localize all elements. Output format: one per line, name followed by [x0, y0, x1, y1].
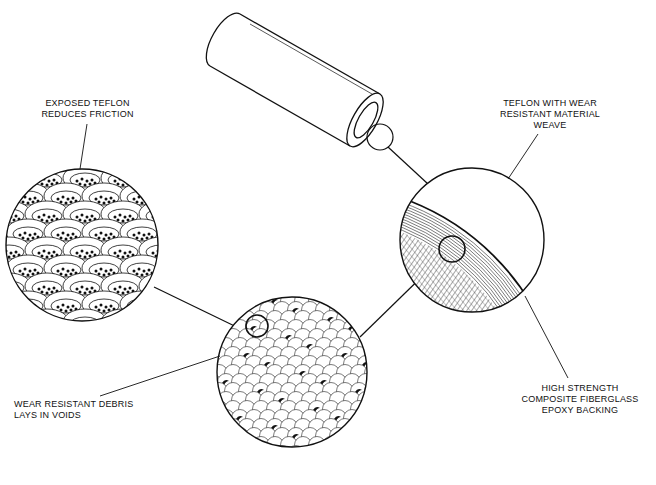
teflon-scale: [101, 309, 145, 335]
teflon-scale: [6, 291, 50, 317]
callout-label: EXPOSED TEFLON REDUCES FRICTION: [35, 98, 140, 120]
teflon-scale: [0, 309, 31, 335]
teflon-scale: [63, 309, 107, 335]
teflon-scale: [0, 165, 31, 191]
teflon-scale: [6, 147, 50, 173]
teflon-surface-view: [0, 147, 183, 335]
debris-particle: [229, 443, 236, 448]
teflon-scale: [0, 147, 12, 173]
magnifier-links: [154, 124, 441, 337]
debris-particle: [369, 299, 376, 304]
debris-particle: [348, 452, 355, 457]
teflon-scale: [120, 147, 164, 173]
zoom-spot: [367, 124, 393, 150]
teflon-scale: [0, 183, 12, 209]
teflon-scale: [120, 291, 164, 317]
debris-particle: [208, 344, 215, 349]
debris-particle: [250, 452, 257, 457]
teflon-scale: [139, 165, 183, 191]
debris-particle: [369, 425, 376, 430]
debris-particle: [327, 443, 334, 448]
debris-particle: [229, 317, 236, 322]
liner-section-view: [74, 168, 566, 485]
debris-particle: [334, 290, 341, 295]
debris-particle: [236, 290, 243, 295]
leader-lines: [80, 124, 568, 396]
teflon-scale: [139, 309, 183, 335]
callout-label: HIGH STRENGTH COMPOSITE FIBERGLASS EPOXY…: [513, 383, 647, 416]
bearing-tube: [206, 13, 390, 152]
debris-particle: [215, 407, 222, 412]
teflon-scale: [0, 291, 12, 317]
callout-label: WEAR RESISTANT DEBRIS LAYS IN VOIDS: [14, 399, 150, 421]
debris-surface-view: [204, 284, 382, 463]
callout-label: TEFLON WITH WEAR RESISTANT MATERIAL WEAV…: [490, 98, 610, 131]
